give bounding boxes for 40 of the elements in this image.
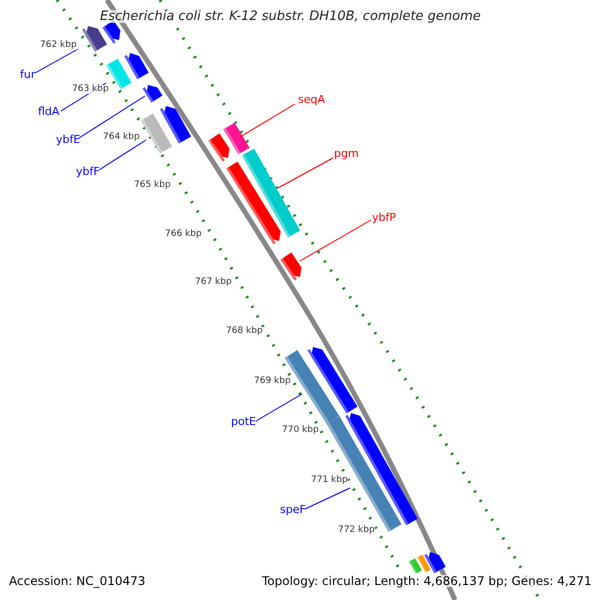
gene-block — [124, 53, 149, 80]
position-label: 765 kbp — [134, 181, 171, 190]
leader-line — [300, 220, 372, 262]
position-label: 762 kbp — [40, 41, 77, 50]
gene-block — [208, 133, 230, 162]
accession-text: Accession: NC_010473 — [9, 575, 146, 587]
gene-label: speF — [280, 504, 306, 515]
gene-block — [160, 106, 192, 144]
position-label: 770 kbp — [282, 426, 319, 435]
gene-block — [308, 347, 358, 414]
gene-label: fur — [20, 69, 36, 80]
position-label: 769 kbp — [254, 377, 291, 386]
position-label: 766 kbp — [165, 230, 202, 239]
gene-label: ybfF — [76, 166, 100, 177]
gene-label: ybfP — [372, 212, 396, 223]
title: Escherichia coli str. K-12 substr. DH10B, complete genome — [100, 10, 481, 23]
gene-label: potE — [231, 416, 256, 427]
gene-label: seqA — [298, 94, 326, 105]
gene-block — [82, 26, 107, 52]
gene-block — [280, 252, 302, 281]
summary-text: Topology: circular; Length: 4,686,137 bp; Genes: 4,271 — [262, 575, 592, 587]
leader-line — [34, 48, 78, 74]
position-label: 771 kbp — [311, 476, 348, 485]
position-label: 772 kbp — [338, 526, 375, 535]
leader-line — [278, 158, 334, 188]
position-label: 764 kbp — [103, 133, 140, 142]
gene-block — [142, 85, 162, 102]
leader-line — [256, 394, 302, 422]
position-label: 768 kbp — [226, 327, 263, 336]
position-label: 763 kbp — [72, 85, 109, 94]
leader-line — [78, 96, 146, 138]
leader-line — [240, 104, 296, 138]
position-label: 767 kbp — [195, 278, 232, 287]
gene-label: fldA — [38, 106, 60, 117]
gene-block — [226, 162, 281, 244]
gene-label: ybfE — [56, 134, 80, 145]
leader-line — [98, 140, 146, 170]
gene-label: pgm — [334, 148, 359, 159]
gene-block — [424, 552, 446, 574]
leader-line — [304, 488, 350, 510]
